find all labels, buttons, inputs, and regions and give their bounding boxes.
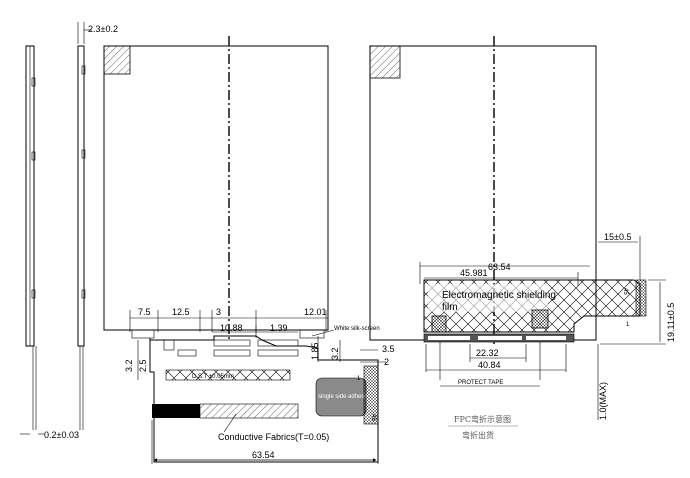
shield-label-line2: film	[442, 302, 458, 313]
dim-left-3-2: 3.2	[124, 359, 134, 372]
single-side-label: single side adhesive	[318, 394, 373, 400]
dim-7-5: 7.5	[138, 307, 151, 317]
white-silk-label: White silk-screen	[334, 326, 380, 332]
dim-12-5: 12.5	[172, 307, 190, 317]
dim-right-3-2: 3.2	[330, 347, 340, 360]
dim-left-2-5: 2.5	[138, 359, 148, 372]
shield-label-line1: Electromagnetic shielding	[442, 290, 556, 301]
fold-note: 弯折出货	[462, 430, 494, 440]
rear-fold-1: 1	[626, 322, 630, 328]
rear-view: 15±0.5 63.54 45.981 Electromagnetic shie…	[369, 36, 676, 420]
front-corner-hatch	[103, 45, 131, 75]
dst-label: D.S.T ±0.05mm	[192, 374, 234, 380]
side-thickness-label: 2.3±0.2	[88, 24, 118, 34]
fold-notes: FPC弯折示意图 弯折出货	[448, 414, 518, 440]
dim-right-2: 2	[384, 357, 389, 367]
protect-tape-label: PROTECT TAPE	[458, 380, 503, 386]
dim-10-88: 10.88	[220, 323, 243, 333]
dim-right-1-85: 1.85	[310, 342, 320, 360]
tape-width-2: 40.84	[478, 360, 501, 370]
dim-3: 3	[216, 307, 221, 317]
shield-width-label: 45.981	[460, 268, 488, 278]
tape-width-1: 22.32	[476, 348, 499, 358]
dim-right-3-5: 3.5	[382, 344, 395, 354]
conductive-label: Conductive Fabrics(T=0.05)	[218, 432, 329, 442]
fpc-fold-title: FPC弯折示意图	[454, 414, 511, 424]
rear-height-label: 19.11±0.5	[666, 303, 676, 342]
dim-1-39: 1.39	[270, 323, 288, 333]
rear-fold-45: 45	[622, 288, 628, 295]
fpc-thickness-label: 0.2±0.03	[44, 430, 79, 440]
front-view: D.S.T ±0.05mm single side adhesive 45 1 …	[103, 36, 395, 464]
front-fold-1: 1	[357, 376, 361, 382]
rear-width-label: 63.54	[488, 262, 511, 272]
front-outline	[103, 45, 329, 331]
side-view-left	[25, 45, 37, 430]
front-fold-45: 45	[370, 414, 376, 421]
front-width-label: 63.54	[252, 450, 275, 460]
max-label: 1.0(MAX)	[598, 382, 608, 420]
rear-offset-label: 15±0.5	[604, 232, 631, 242]
rear-corner-hatch	[369, 45, 401, 79]
side-view-right: 2.3±0.2 0.2±0.03	[20, 22, 118, 440]
dim-12-01: 12.01	[304, 307, 327, 317]
